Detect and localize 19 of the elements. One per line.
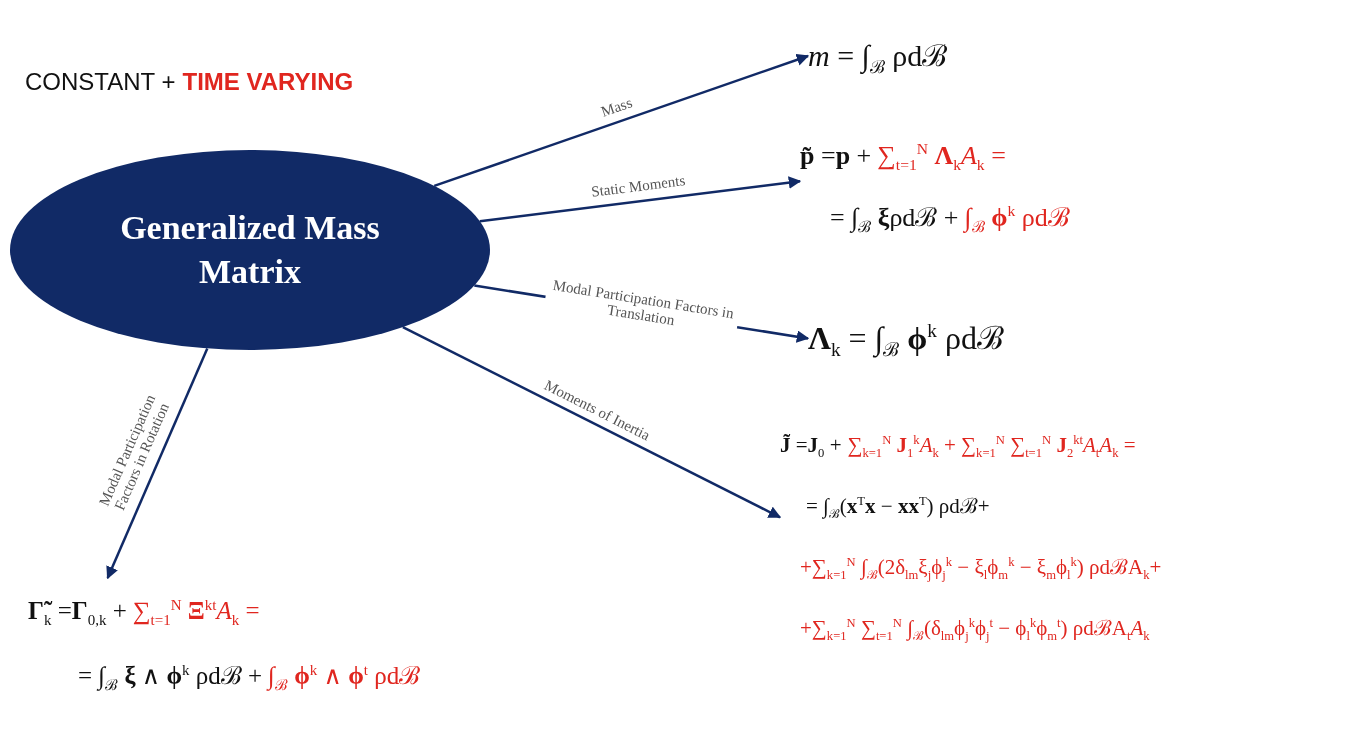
formula: = ∫$_{ℬ}$ ξρdℬ + bbox=[830, 203, 959, 233]
arrow bbox=[106, 347, 209, 580]
formula: Λ$_{k}$ = ∫$_{ℬ}$ ϕ$^{k}$ ρdℬ bbox=[808, 320, 1004, 356]
formula: = ∫$_{ℬ}$(x$^{T}$x − xx$^{T}$) ρdℬ+ bbox=[806, 493, 990, 518]
formula: ∑$_{t=1}$$^{N}$ Ξ$^{kt}$A$_{k}$ = bbox=[132, 597, 260, 624]
formula: J̃ =J$_{0}$ + bbox=[780, 433, 842, 457]
formula: p̃ =p + bbox=[800, 141, 872, 170]
heading-text: CONSTANT + bbox=[25, 68, 176, 96]
formula: m = ∫$_{ℬ}$ ρdℬ bbox=[808, 39, 948, 72]
formula: ∫$_{ℬ}$ ϕ$^{k}$ ρdℬ bbox=[964, 203, 1070, 233]
node-title: Generalized Mass Matrix bbox=[119, 207, 381, 292]
formula: = ∫$_{ℬ}$ ξ ∧ ϕ$^{k}$ ρdℬ + bbox=[78, 662, 263, 689]
formula: ∫$_{ℬ}$ ϕ$^{k}$ ∧ ϕ$^{t}$ ρdℬ bbox=[268, 662, 421, 689]
formula: ∑$_{t=1}$$^{N}$ Λ$_{k}$A$_{k}$ = bbox=[877, 141, 1006, 170]
formula: ∑$_{k=1}$$^{N}$ J$_{1}$$^{k}$A$_{k}$ + ∑$_{k=1}$$^{N}$ ∑$_{t=1}$$^{N}$ J$_{2}$$^{kt}$A$_{t}$A$_{k}$ = bbox=[847, 433, 1136, 457]
arrow bbox=[402, 325, 782, 519]
arrow bbox=[433, 53, 810, 188]
arrow bbox=[479, 176, 802, 223]
heading-text: TIME VARYING bbox=[182, 68, 354, 96]
